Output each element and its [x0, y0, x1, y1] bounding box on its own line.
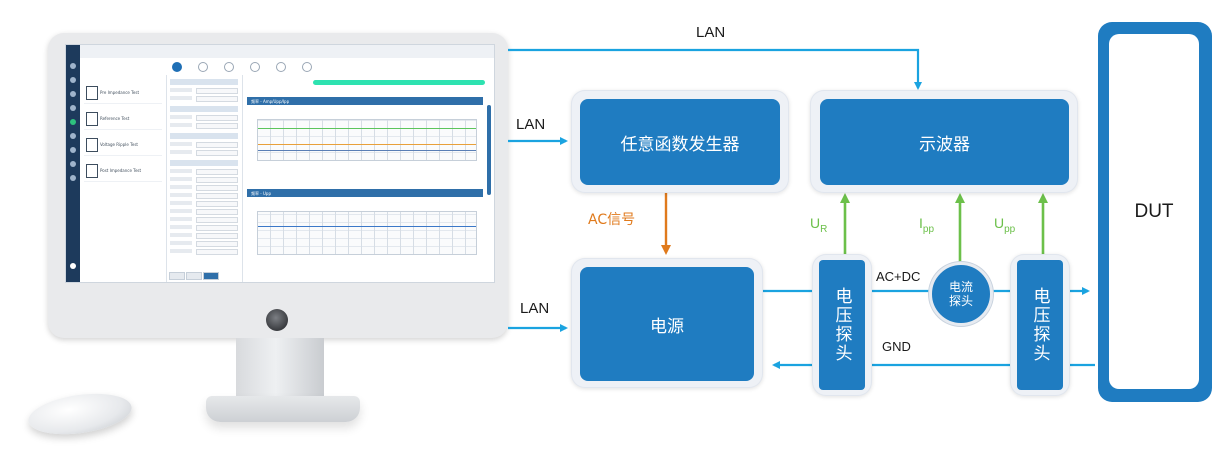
sidebar-icon: [70, 91, 76, 97]
form-row: [170, 233, 238, 239]
test-list: Pre Impedance Test Reference Test Voltag…: [80, 75, 167, 282]
current-probe-line2: 探头: [948, 294, 973, 308]
test-list-item: Reference Test: [84, 107, 162, 130]
mini-button: [186, 272, 202, 280]
step-indicator: [250, 62, 260, 72]
sidebar-icon: [70, 133, 76, 139]
document-icon: [86, 138, 98, 152]
form-row: [170, 193, 238, 199]
test-name: Reference Test: [100, 116, 130, 121]
form-row: [170, 249, 238, 255]
document-icon: [86, 86, 98, 100]
test-name: Pre Impedance Test: [100, 90, 140, 95]
chart-plot: [257, 211, 477, 255]
form-row: [170, 201, 238, 207]
chart-panel: 频率 - Amp/Upp/Ipp 频率 - Upp: [243, 75, 494, 282]
step-indicator: [302, 62, 312, 72]
form-row: [170, 209, 238, 215]
monitor-logo: [266, 309, 288, 331]
power-supply: 电源: [580, 267, 754, 381]
user-avatar: [70, 263, 76, 269]
voltage-probe-left: 电压探头: [819, 260, 865, 390]
ac-signal-label: AC信号: [588, 212, 636, 228]
lan-label-bottom: LAN: [520, 300, 550, 317]
test-list-item: Post Impedance Test: [84, 159, 162, 182]
settings-form: [167, 75, 243, 282]
upp-label: Upp: [994, 215, 1016, 235]
current-probe-line1: 电流: [948, 280, 973, 294]
form-row: [170, 150, 238, 156]
form-row: [170, 217, 238, 223]
form-row: [170, 185, 238, 191]
step-indicator: [224, 62, 234, 72]
monitor-base: [206, 396, 360, 422]
sidebar-icon: [70, 105, 76, 111]
form-section-header: [170, 79, 238, 85]
mini-button: [203, 272, 219, 280]
form-row: [170, 241, 238, 247]
arbitrary-function-generator: 任意函数发生器: [580, 99, 780, 185]
form-row: [170, 123, 238, 129]
sidebar-icon-active: [70, 119, 76, 125]
current-probe: 电流 探头: [929, 262, 993, 326]
app-sidebar: [66, 45, 80, 282]
step-indicator: [172, 62, 182, 72]
ur-label: UR: [810, 215, 828, 235]
lan-label-mid: LAN: [516, 116, 546, 133]
chart-plot: [257, 119, 477, 161]
form-row: [170, 142, 238, 148]
test-list-item: Pre Impedance Test: [84, 81, 162, 104]
test-name: Voltage Ripple Test: [100, 142, 138, 147]
step-indicator: [198, 62, 208, 72]
scrollbar: [487, 105, 491, 195]
form-row: [170, 88, 238, 94]
sidebar-icon: [70, 63, 76, 69]
oscilloscope: 示波器: [820, 99, 1069, 185]
form-row: [170, 169, 238, 175]
chart-title: 频率 - Upp: [251, 191, 271, 196]
lan-label-top: LAN: [696, 24, 726, 41]
document-icon: [86, 164, 98, 178]
chart-header: 频率 - Amp/Upp/Ipp: [247, 97, 483, 105]
form-section-header: [170, 133, 238, 139]
test-list-item: Voltage Ripple Test: [84, 133, 162, 156]
sidebar-icon: [70, 161, 76, 167]
ac-dc-label: AC+DC: [876, 269, 921, 284]
ipp-label: Ipp: [919, 215, 935, 235]
voltage-probe-right: 电压探头: [1017, 260, 1063, 390]
sidebar-icon: [70, 147, 76, 153]
sidebar-icon: [70, 175, 76, 181]
form-section-header: [170, 160, 238, 166]
form-section-header: [170, 106, 238, 112]
step-indicator: [276, 62, 286, 72]
chart-header: 频率 - Upp: [247, 189, 483, 197]
sidebar-icon: [70, 77, 76, 83]
chart-title: 频率 - Amp/Upp/Ipp: [251, 99, 290, 104]
gnd-label: GND: [882, 339, 911, 354]
software-screen: Pre Impedance Test Reference Test Voltag…: [65, 44, 495, 283]
form-row: [170, 115, 238, 121]
form-row: [170, 96, 238, 102]
progress-bar: [313, 80, 485, 85]
lan-line-scope: [508, 48, 922, 90]
dut: DUT: [1109, 34, 1199, 389]
document-icon: [86, 112, 98, 126]
mini-button: [169, 272, 185, 280]
form-row: [170, 177, 238, 183]
test-name: Post Impedance Test: [100, 168, 142, 173]
form-row: [170, 225, 238, 231]
